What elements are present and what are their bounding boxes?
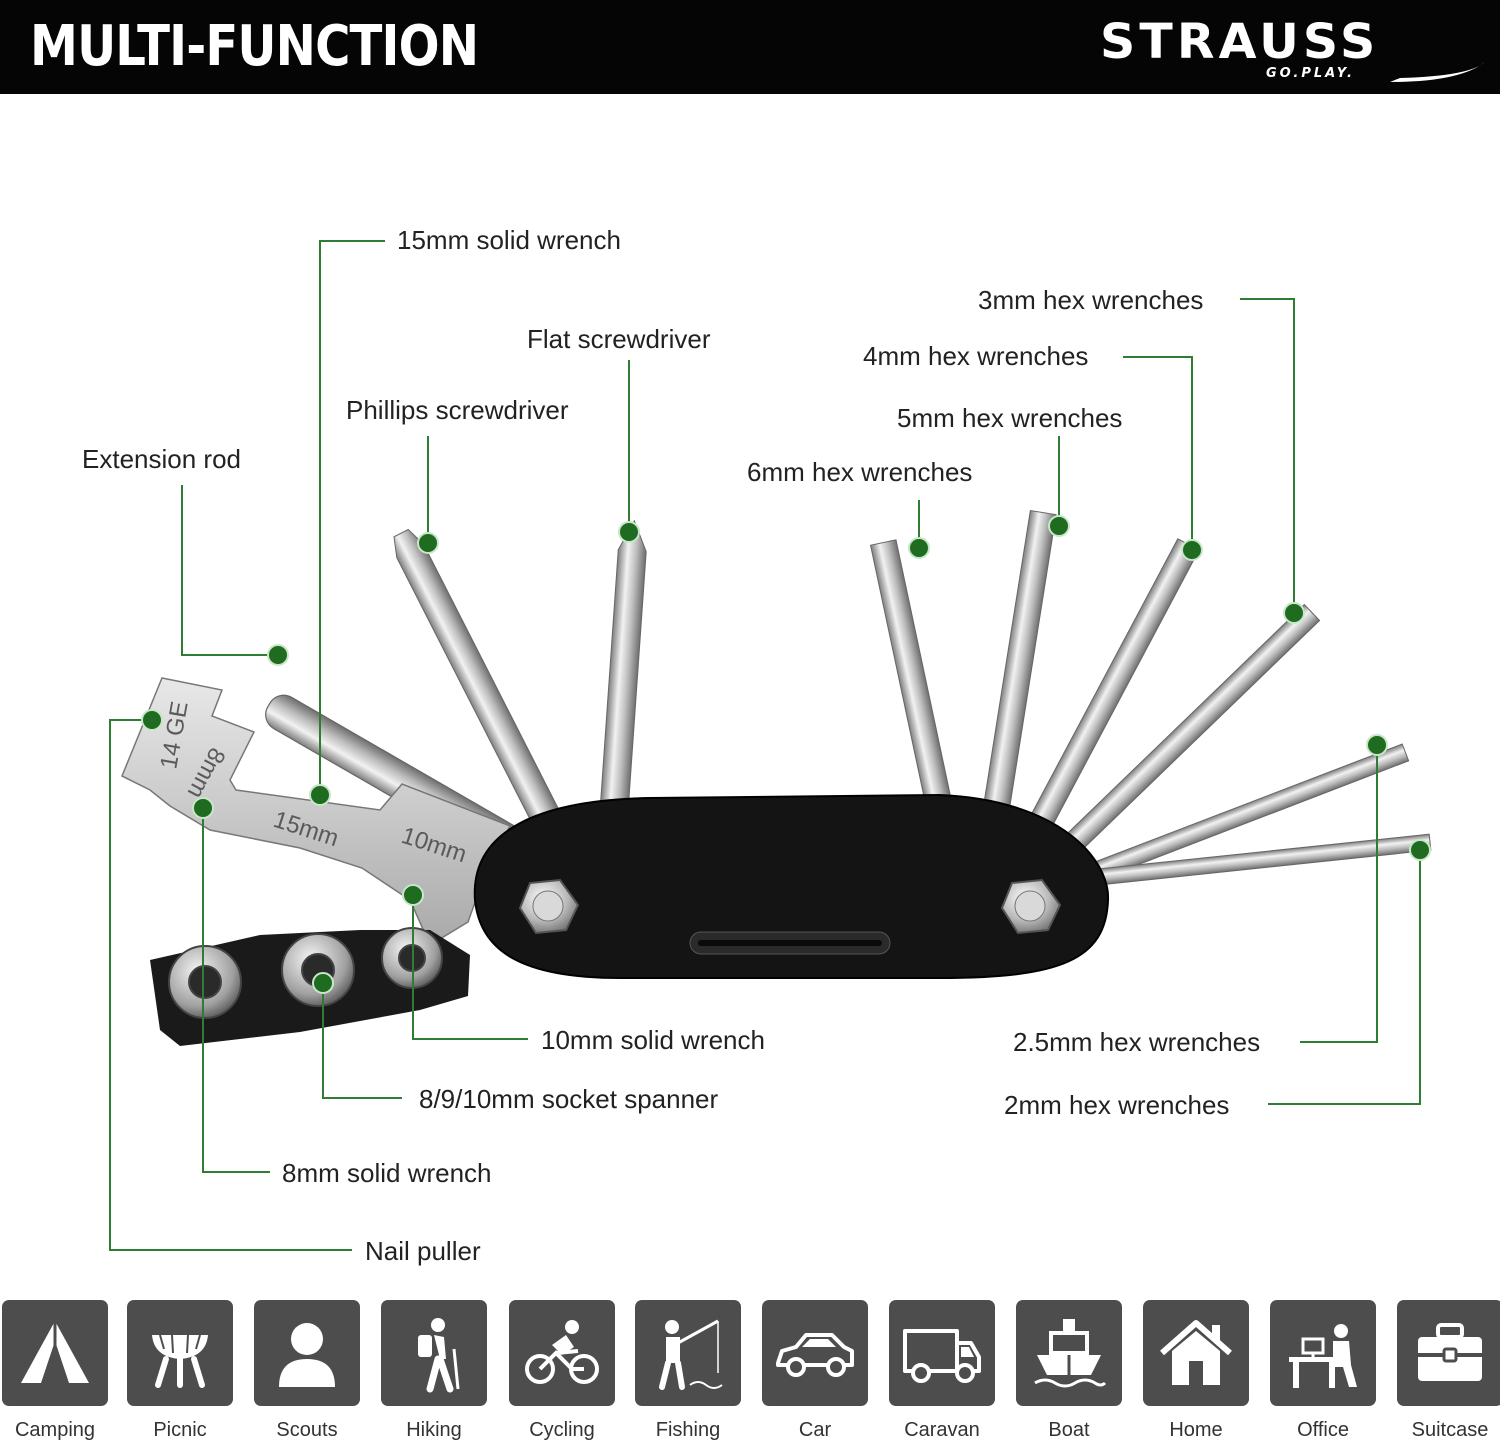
label-6mm-hex: 6mm hex wrenches — [747, 457, 973, 487]
brand-logo: STRAUSS GO.PLAY. — [1100, 10, 1490, 90]
page-title: MULTI-FUNCTION — [30, 14, 479, 79]
use-car: Car — [762, 1300, 868, 1442]
suitcase-icon — [1418, 1323, 1482, 1381]
label-2-5mm-hex: 2.5mm hex wrenches — [1013, 1027, 1261, 1057]
label-4mm-hex: 4mm hex wrenches — [863, 341, 1089, 371]
use-home: Home — [1143, 1300, 1249, 1442]
fisherman-icon — [659, 1319, 723, 1390]
leader-lines — [109, 240, 1421, 1251]
use-caravan: Caravan — [889, 1300, 995, 1442]
label-3mm-hex: 3mm hex wrenches — [978, 285, 1204, 315]
label-socket-spanner: 8/9/10mm socket spanner — [419, 1084, 719, 1114]
use-picnic: Picnic — [127, 1300, 233, 1442]
tool-arms: 14 GE 8mm 15mm 10mm — [121, 509, 1432, 1046]
van-icon — [903, 1329, 981, 1383]
label-extension-rod: Extension rod — [82, 444, 241, 474]
cyclist-icon — [525, 1320, 599, 1384]
callout-markers — [141, 515, 1431, 994]
brand-name: STRAUSS — [1100, 14, 1380, 70]
use-cycling: Cycling — [509, 1300, 615, 1442]
hiker-icon — [418, 1318, 460, 1393]
person-icon — [279, 1323, 335, 1387]
boat-icon — [1034, 1319, 1107, 1388]
use-boat: Boat — [1016, 1300, 1122, 1442]
label-15mm-solid-wrench: 15mm solid wrench — [397, 225, 621, 255]
grill-icon — [152, 1334, 208, 1388]
header-bar: MULTI-FUNCTION STRAUSS GO.PLAY. — [0, 0, 1500, 94]
label-10mm-solid-wrench: 10mm solid wrench — [541, 1025, 765, 1055]
use-office: Office — [1270, 1300, 1376, 1442]
use-suitcase: Suitcase — [1397, 1300, 1500, 1442]
car-icon — [776, 1333, 854, 1377]
label-nail-puller: Nail puller — [365, 1236, 481, 1266]
house-icon — [1160, 1320, 1232, 1385]
tent-icon — [21, 1321, 89, 1383]
use-case-strip: Camping Picnic Scouts Hiking Cycling Fis… — [0, 1300, 1500, 1448]
use-camping: Camping — [2, 1300, 108, 1442]
use-fishing: Fishing — [635, 1300, 741, 1442]
label-5mm-hex: 5mm hex wrenches — [897, 403, 1123, 433]
office-desk-icon — [1289, 1324, 1357, 1388]
tool-diagram: 14 GE 8mm 15mm 10mm — [109, 240, 1432, 1251]
label-8mm-solid-wrench: 8mm solid wrench — [282, 1158, 492, 1188]
brand-swoosh-icon — [1390, 62, 1485, 82]
label-flat-screwdriver: Flat screwdriver — [527, 324, 711, 354]
label-phillips-screwdriver: Phillips screwdriver — [346, 395, 569, 425]
use-hiking: Hiking — [381, 1300, 487, 1442]
brand-tagline: GO.PLAY. — [1266, 66, 1355, 81]
label-2mm-hex: 2mm hex wrenches — [1004, 1090, 1230, 1120]
use-scouts: Scouts — [254, 1300, 360, 1442]
